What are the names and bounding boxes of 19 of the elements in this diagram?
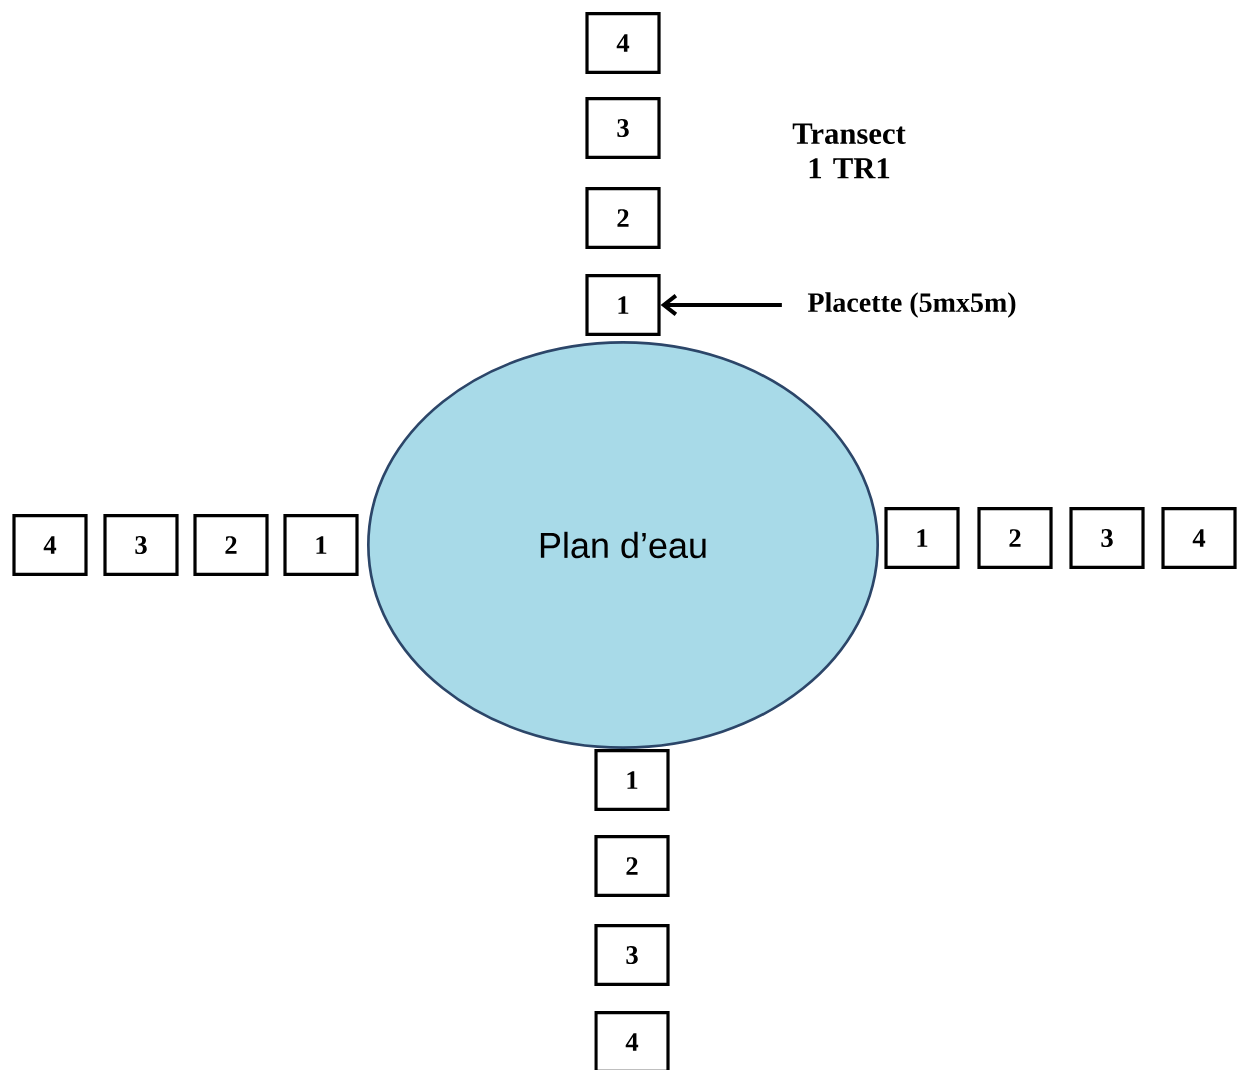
transect-label: Transect 1 TR1 [792,123,906,179]
plot-box: 4 [12,514,88,576]
placette-label: Placette (5mx5m) [807,292,1016,318]
plot-box: 2 [977,507,1053,569]
plot-box: 1 [283,514,359,576]
plot-box: 3 [1069,507,1145,569]
plot-box: 4 [594,1011,670,1070]
plot-box: 4 [585,12,661,74]
plot-box: 2 [594,835,670,897]
plot-box: 3 [594,924,670,986]
plot-box: 4 [1161,507,1237,569]
plot-box: 1 [585,274,661,336]
plot-box: 3 [103,514,179,576]
arrow [660,294,782,316]
plot-box: 2 [193,514,269,576]
plot-box: 1 [884,507,960,569]
plot-box: 2 [585,187,661,249]
plot-box: 1 [594,749,670,811]
plot-box: 3 [585,97,661,159]
